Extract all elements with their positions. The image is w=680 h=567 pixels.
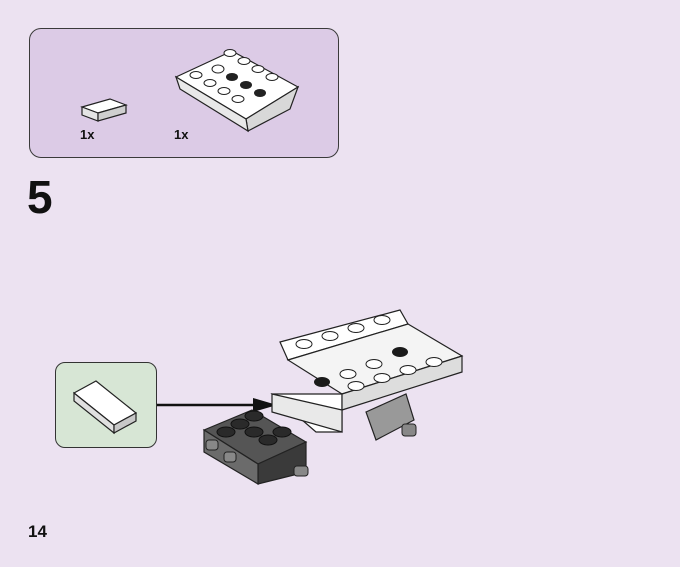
white-inverted-slope-plate-icon — [174, 49, 300, 133]
page-number: 14 — [28, 522, 47, 541]
white-slope-assembly — [270, 309, 464, 433]
build-model-illustration — [202, 309, 464, 486]
callout-box — [55, 362, 157, 448]
white-tile-1x2-icon — [72, 380, 138, 435]
white-tile-1x2-icon — [80, 98, 128, 122]
step-number: 5 — [27, 171, 53, 223]
chassis — [202, 393, 417, 486]
placement-arrow — [157, 398, 277, 412]
part-quantity-2: 1x — [174, 127, 189, 142]
parts-list-box: 1x 1x — [29, 28, 339, 158]
part-quantity-1: 1x — [80, 127, 95, 142]
